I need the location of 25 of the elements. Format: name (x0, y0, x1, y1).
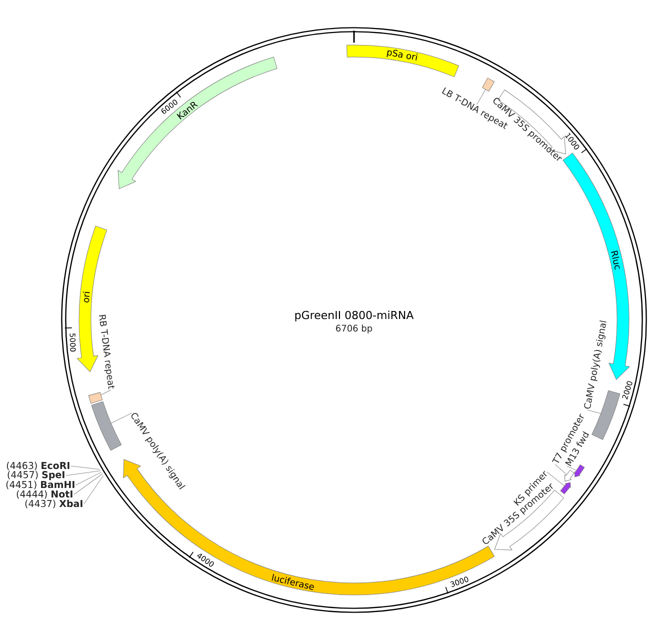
site-label: (4444) NotI (16, 490, 72, 499)
leader-line (587, 410, 602, 414)
leader-line (76, 472, 102, 486)
leader-line (66, 470, 101, 476)
feature-band (564, 470, 574, 482)
feature-box (482, 78, 495, 92)
leader-line (74, 474, 103, 495)
leader-line (566, 466, 577, 471)
site-label: (4463) EcoRI (6, 462, 70, 470)
leader-line (555, 464, 567, 475)
leader-line (476, 89, 486, 105)
leader-line (546, 472, 565, 486)
feature-band: pSa ori (346, 44, 460, 78)
leader-line (84, 475, 104, 504)
feature-box (88, 392, 103, 404)
site-label: (4457) SpeI (8, 470, 64, 480)
leader-line (100, 390, 112, 396)
site-label: (4451) BamHI (6, 480, 74, 490)
site-label: (4437) XbaI (25, 500, 82, 508)
leader-line (110, 412, 132, 424)
leader-line (70, 466, 100, 470)
plasmid-name: pGreenII 0800-miRNA (295, 310, 414, 322)
feature-box (91, 401, 122, 451)
primer-band (560, 482, 571, 494)
plasmid-length: 6706 bp (336, 324, 372, 334)
